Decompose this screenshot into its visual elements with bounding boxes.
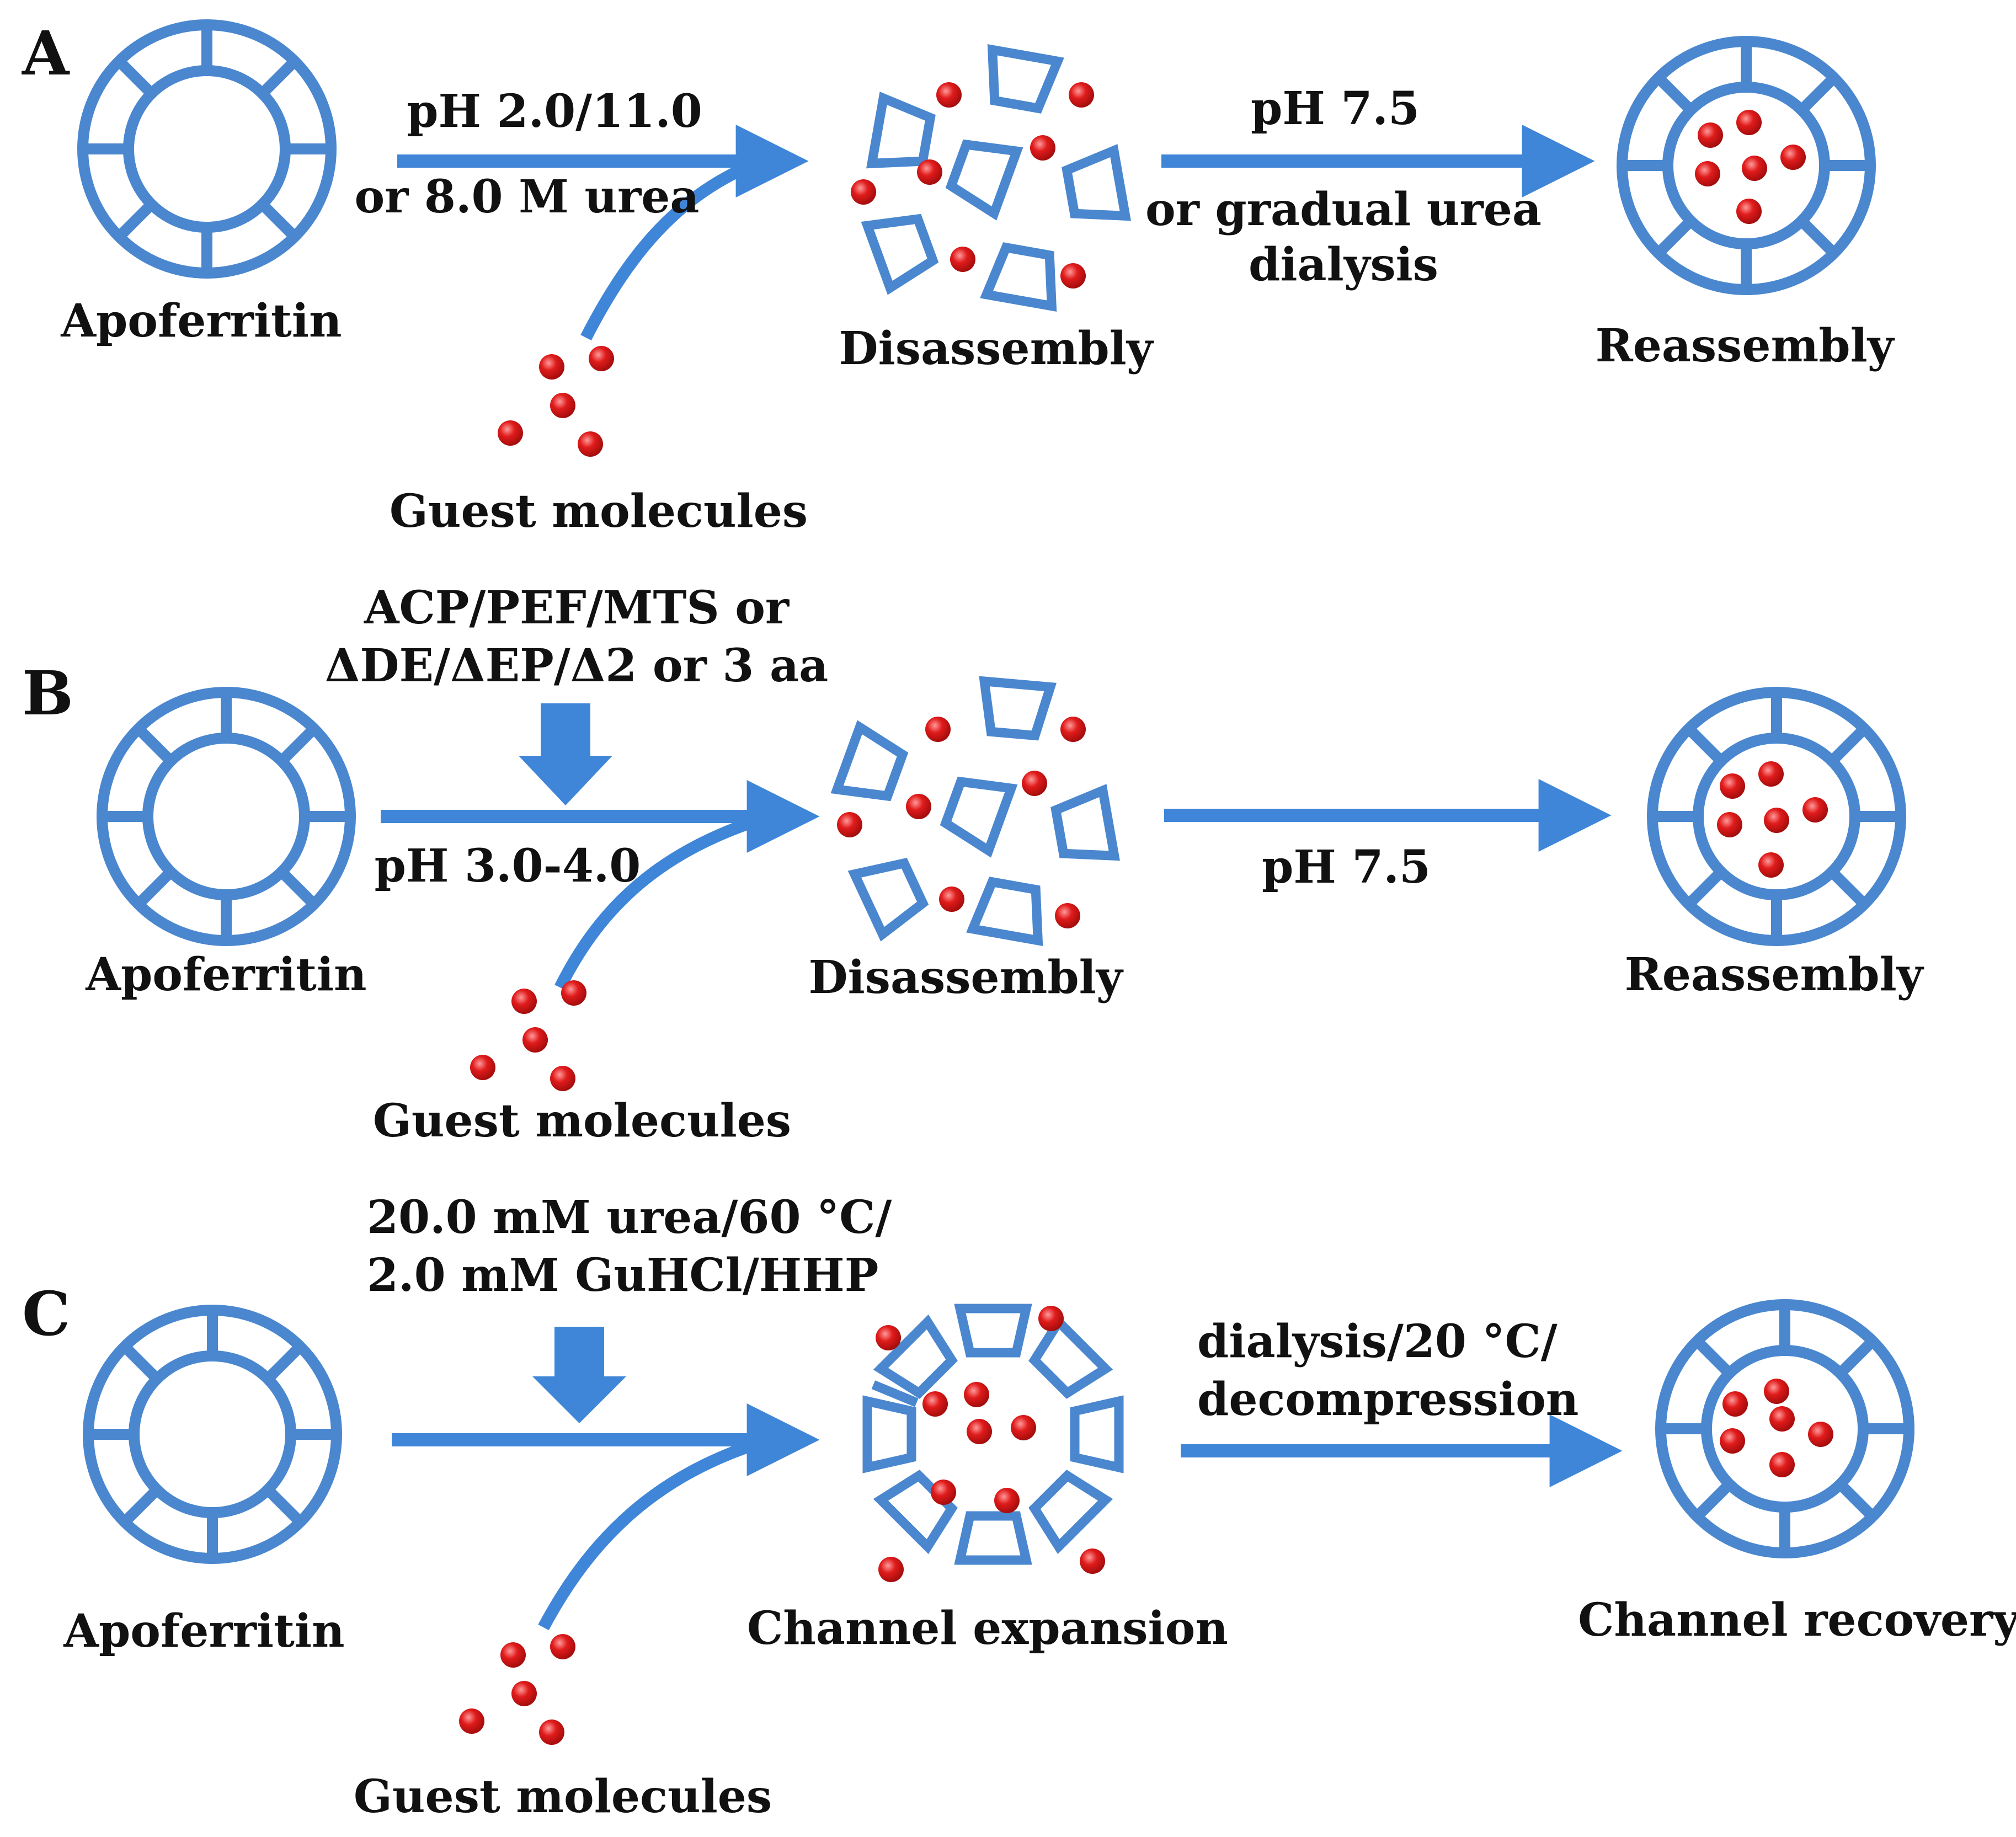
condition-text: dialysis — [1249, 238, 1438, 291]
disassembly-label: Disassembly — [839, 322, 1154, 375]
condition-text: dialysis/20 °C/ — [1197, 1315, 1558, 1368]
guest-molecules-label: Guest molecules — [354, 1770, 772, 1823]
guest-merge-curve — [580, 155, 764, 341]
guest-molecules-label: Guest molecules — [373, 1094, 791, 1147]
panel-label-b: B — [22, 658, 73, 729]
condition-text: or 8.0 M urea — [354, 170, 699, 223]
expanded-cage — [867, 1304, 1119, 1560]
reassembly-label: Reassembly — [1625, 948, 1924, 1001]
condition-text: decompression — [1197, 1373, 1578, 1426]
guest-molecules — [498, 346, 614, 457]
condition-text: pH 7.5 — [1251, 82, 1420, 135]
treatment-down-arrow — [532, 1327, 626, 1423]
condition-text: pH 7.5 — [1262, 841, 1431, 894]
apoferritin-label: Apoferritin — [60, 295, 342, 348]
channel-expansion-label: Channel expansion — [747, 1602, 1228, 1655]
panel-label-c: C — [22, 1278, 71, 1349]
condition-text: ΔDE/ΔEP/Δ2 or 3 aa — [325, 639, 828, 692]
condition-text: ACP/PEF/MTS or — [364, 581, 790, 634]
guest-molecules — [459, 1634, 575, 1745]
encapsulated-guests — [1720, 1379, 1833, 1477]
panel-c: C 20.0 mM urea/60 °C/ 2.0 mM GuHCl/HHP A… — [22, 1191, 2016, 1823]
reassembly-label: Reassembly — [1596, 319, 1895, 372]
encapsulated-guests — [1695, 110, 1806, 224]
panel-b: B ACP/PEF/MTS or ΔDE/ΔEP/Δ2 or 3 aa Apof… — [22, 581, 1924, 1147]
guest-merge-curve — [538, 1434, 772, 1631]
disassembled-fragments — [851, 50, 1126, 306]
channel-recovery-label: Channel recovery — [1578, 1594, 2016, 1647]
condition-text: 2.0 mM GuHCl/HHP — [367, 1249, 878, 1302]
treatment-down-arrow — [519, 703, 612, 805]
guest-merge-curve — [554, 810, 772, 990]
apoferritin-cage — [102, 692, 350, 941]
apoferritin-label: Apoferritin — [85, 948, 366, 1001]
condition-text: or gradual urea — [1145, 183, 1542, 236]
condition-text: 20.0 mM urea/60 °C/ — [367, 1191, 892, 1244]
guest-molecules — [470, 980, 586, 1091]
condition-text: pH 3.0-4.0 — [375, 840, 641, 893]
encapsulated-guests — [1717, 761, 1828, 878]
condition-text: pH 2.0/11.0 — [407, 85, 702, 138]
disassembly-label: Disassembly — [809, 951, 1124, 1004]
apoferritin-cage — [83, 25, 331, 273]
apoferritin-cage — [88, 1310, 337, 1558]
disassembled-fragments — [837, 681, 1114, 941]
panel-label-a: A — [22, 18, 70, 89]
guest-molecules-label: Guest molecules — [390, 485, 808, 538]
apoferritin-label: Apoferritin — [63, 1605, 344, 1658]
panel-a: A Apoferritin pH 2.0/11.0 or 8.0 M urea … — [22, 18, 1895, 538]
